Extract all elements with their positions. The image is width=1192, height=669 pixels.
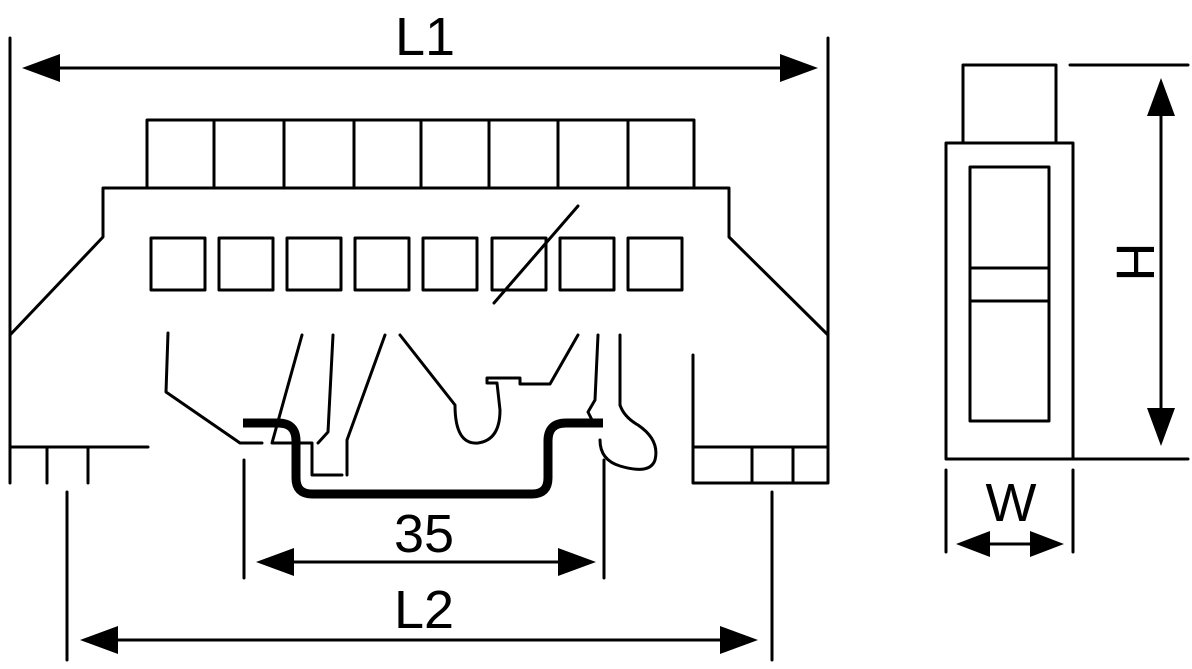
dim35-arrow-left [256,548,294,576]
l2-arrow-right [720,626,758,654]
label-h: H [1105,243,1165,282]
dimension-l1: L1 [8,7,830,337]
l1-arrow-right [780,54,818,82]
side-top-block [961,63,1058,145]
din-rail [243,418,603,499]
label-l2: L2 [394,580,454,640]
label-l1: L1 [395,7,455,67]
l1-arrow-left [22,54,60,82]
l2-arrow-left [80,626,118,654]
dimension-w: W [944,468,1075,557]
right-foot-cells [750,445,795,485]
dim35-arrow-right [558,548,596,576]
side-view: H W [944,63,1190,557]
side-inner-slot [968,165,1051,423]
front-body-outline [8,186,830,485]
h-arrow-bottom [1147,408,1175,446]
label-35: 35 [394,504,454,564]
terminal-holes [149,204,684,305]
left-foot-cells [45,445,90,485]
front-view: L1 [8,7,830,662]
w-arrow-right [1030,531,1064,557]
din-clip [164,331,658,477]
label-w: W [986,473,1037,533]
break-line [492,204,580,305]
h-arrow-top [1147,78,1175,116]
w-arrow-left [956,531,990,557]
top-screw-row [145,118,696,190]
dimension-35: 35 [242,458,606,580]
dimension-h: H [1068,63,1190,461]
dimension-l2: L2 [65,490,774,662]
side-body [944,141,1075,461]
